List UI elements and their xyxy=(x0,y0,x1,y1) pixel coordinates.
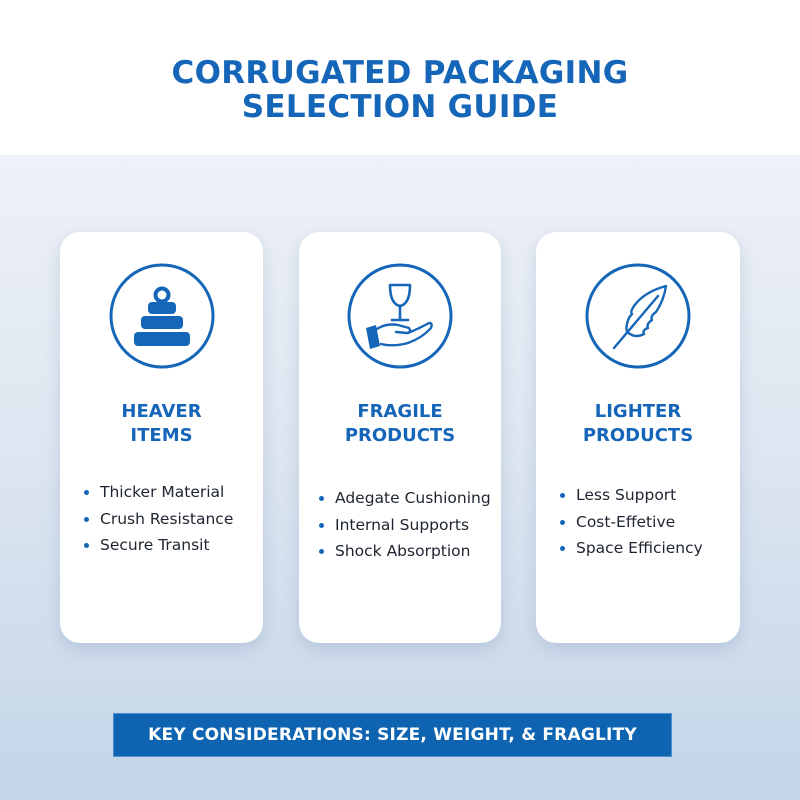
bullet-icon xyxy=(560,493,565,498)
feature-item: Secure Transit xyxy=(84,532,263,559)
card-title: LIGHTER PRODUCTS xyxy=(536,400,740,448)
feature-item: Internal Supports xyxy=(319,512,501,539)
feature-list: Less Support Cost-Effetive Space Efficie… xyxy=(536,482,740,562)
card-title-line-1: LIGHTER xyxy=(594,401,682,422)
card-fragile-products: FRAGILE PRODUCTS Adegate Cushioning Inte… xyxy=(299,232,501,643)
feature-item: Crush Resistance xyxy=(84,506,263,533)
card-title-line-2: ITEMS xyxy=(130,425,193,446)
bullet-icon xyxy=(560,546,565,551)
feature-text: Less Support xyxy=(576,486,677,504)
card-title: FRAGILE PRODUCTS xyxy=(299,400,501,448)
bullet-icon xyxy=(84,543,89,548)
card-title-line-2: PRODUCTS xyxy=(582,425,694,446)
card-heavier-items: HEAVER ITEMS Thicker Material Crush Resi… xyxy=(60,232,263,643)
bullet-icon xyxy=(319,496,324,501)
feature-text: Shock Absorption xyxy=(335,542,471,560)
feature-text: Space Efficiency xyxy=(576,539,703,557)
feather-icon xyxy=(584,262,692,370)
bullet-icon xyxy=(319,549,324,554)
feature-item: Adegate Cushioning xyxy=(319,485,501,512)
feature-text: Internal Supports xyxy=(335,515,470,534)
hand-holding-glass-icon xyxy=(346,262,454,370)
stacked-weights-icon xyxy=(108,262,216,370)
card-title: HEAVER ITEMS xyxy=(60,400,263,448)
bullet-icon xyxy=(84,516,89,522)
bullet-icon xyxy=(560,519,565,525)
card-title-line-2: PRODUCTS xyxy=(344,425,456,446)
page-title-line-1: CORRUGATED PACKAGING xyxy=(171,55,629,91)
banner-text: KEY CONSIDERATIONS: SIZE, WEIGHT, & FRAG… xyxy=(148,725,637,745)
bullet-icon xyxy=(84,490,89,495)
feature-text: Cost-Effetive xyxy=(576,512,676,531)
feature-text: Crush Resistance xyxy=(100,509,234,528)
page-title-line-2: SELECTION GUIDE xyxy=(241,89,559,125)
card-lighter-products: LIGHTER PRODUCTS Less Support Cost-Effet… xyxy=(536,232,740,643)
feature-text: Adegate Cushioning xyxy=(335,489,491,507)
feature-text: Secure Transit xyxy=(100,536,210,554)
bullet-icon xyxy=(319,522,324,528)
card-title-line-1: FRAGILE xyxy=(357,401,443,422)
card-title-line-1: HEAVER xyxy=(121,401,202,422)
feature-item: Space Efficiency xyxy=(560,535,740,562)
key-considerations-banner: KEY CONSIDERATIONS: SIZE, WEIGHT, & FRAG… xyxy=(113,713,672,757)
header-band: CORRUGATED PACKAGING SELECTION GUIDE xyxy=(0,0,800,155)
feature-list: Thicker Material Crush Resistance Secure… xyxy=(60,479,263,559)
feature-list: Adegate Cushioning Internal Supports Sho… xyxy=(299,485,501,565)
feature-item: Less Support xyxy=(560,482,740,509)
feature-item: Cost-Effetive xyxy=(560,509,740,536)
feature-item: Shock Absorption xyxy=(319,538,501,565)
feature-item: Thicker Material xyxy=(84,479,263,506)
feature-text: Thicker Material xyxy=(100,483,225,501)
